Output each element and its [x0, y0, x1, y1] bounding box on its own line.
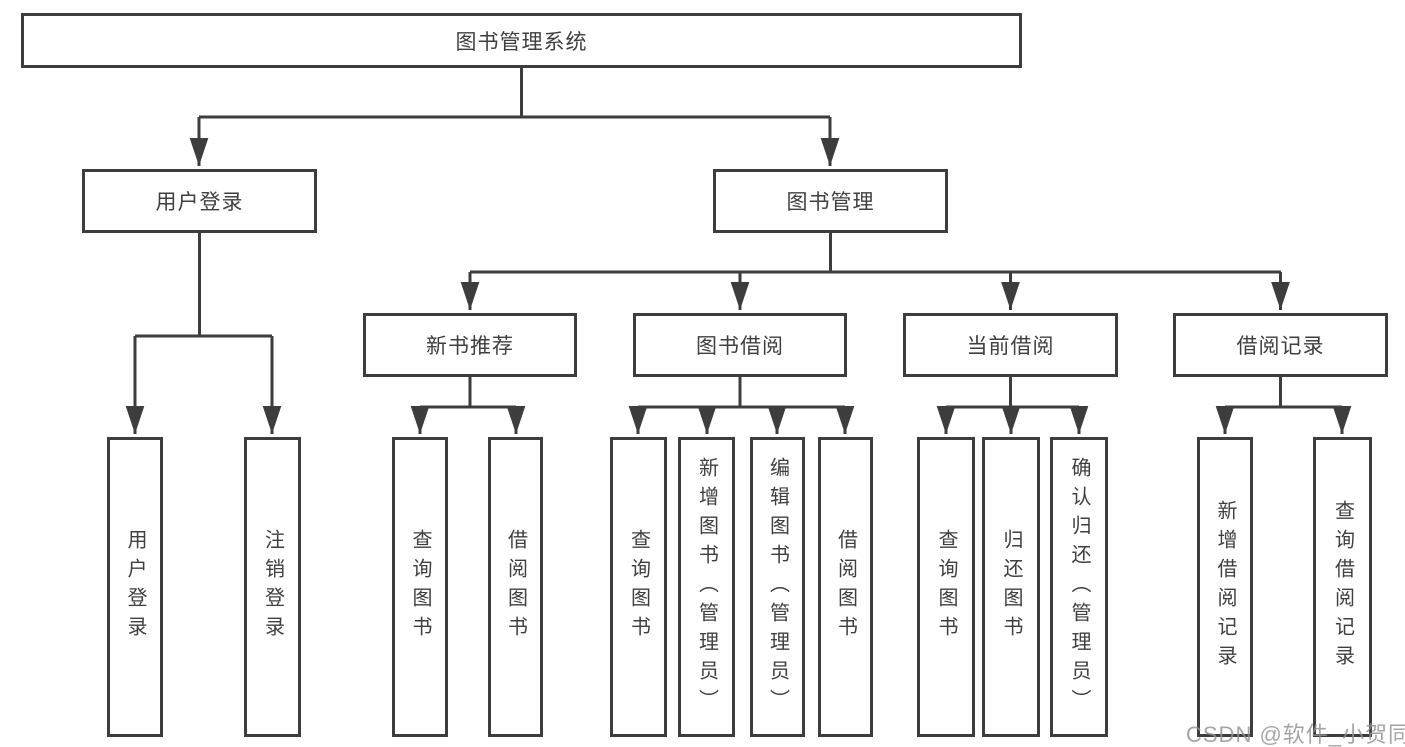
- leaf-query-books-current: 查询图书: [917, 437, 975, 737]
- leaf-label: 用户登录: [124, 529, 146, 645]
- node-user-login-module: 用户登录: [82, 169, 317, 233]
- leaf-return-books: 归还图书: [982, 437, 1040, 737]
- leaf-label: 查询图书: [409, 529, 431, 645]
- node-label: 当前借阅: [966, 335, 1055, 358]
- leaf-label: 查询借阅记录: [1331, 500, 1354, 674]
- leaf-label: 新增借阅记录: [1214, 500, 1236, 674]
- leaf-user-login: 用户登录: [107, 437, 163, 737]
- leaf-borrow-books: 借阅图书: [818, 437, 873, 737]
- leaf-query-books-recommend: 查询图书: [392, 437, 448, 737]
- leaf-label: 查询图书: [935, 529, 957, 645]
- leaf-edit-books-admin: 编辑图书（管理员）: [750, 437, 805, 737]
- watermark: CSDN @软件_小贺同学: [1186, 722, 1405, 747]
- leaf-label: 编辑图书（管理员）: [766, 456, 789, 718]
- node-borrowing-records: 借阅记录: [1173, 313, 1388, 377]
- leaf-add-books-admin: 新增图书（管理员）: [678, 437, 735, 737]
- node-book-borrowing: 图书借阅: [633, 313, 847, 377]
- leaf-label: 确认归还（管理员）: [1068, 456, 1090, 718]
- leaf-logout: 注销登录: [244, 437, 301, 737]
- node-label: 借阅记录: [1236, 335, 1325, 358]
- node-label: 图书借阅: [696, 335, 784, 358]
- leaf-label: 注销登录: [261, 529, 284, 645]
- node-label: 用户登录: [155, 191, 244, 214]
- node-library-system: 图书管理系统: [21, 13, 1022, 68]
- leaf-label: 查询图书: [627, 529, 650, 645]
- node-new-book-recommend: 新书推荐: [363, 313, 577, 377]
- leaf-borrow-books-recommend: 借阅图书: [488, 437, 543, 737]
- leaf-confirm-return-admin: 确认归还（管理员）: [1050, 437, 1108, 737]
- node-current-borrowing: 当前借阅: [903, 313, 1118, 377]
- leaf-query-books-borrowing: 查询图书: [610, 437, 667, 737]
- node-label: 新书推荐: [426, 335, 514, 358]
- node-label: 图书管理: [786, 191, 875, 214]
- leaf-query-borrow-record: 查询借阅记录: [1313, 437, 1372, 737]
- node-book-management: 图书管理: [713, 169, 948, 233]
- leaf-label: 归还图书: [1000, 529, 1022, 645]
- leaf-add-borrow-record: 新增借阅记录: [1197, 437, 1253, 737]
- node-label: 图书管理系统: [455, 30, 588, 54]
- leaf-label: 借阅图书: [504, 529, 527, 645]
- leaf-label: 新增图书（管理员）: [695, 456, 718, 718]
- leaf-label: 借阅图书: [834, 529, 857, 645]
